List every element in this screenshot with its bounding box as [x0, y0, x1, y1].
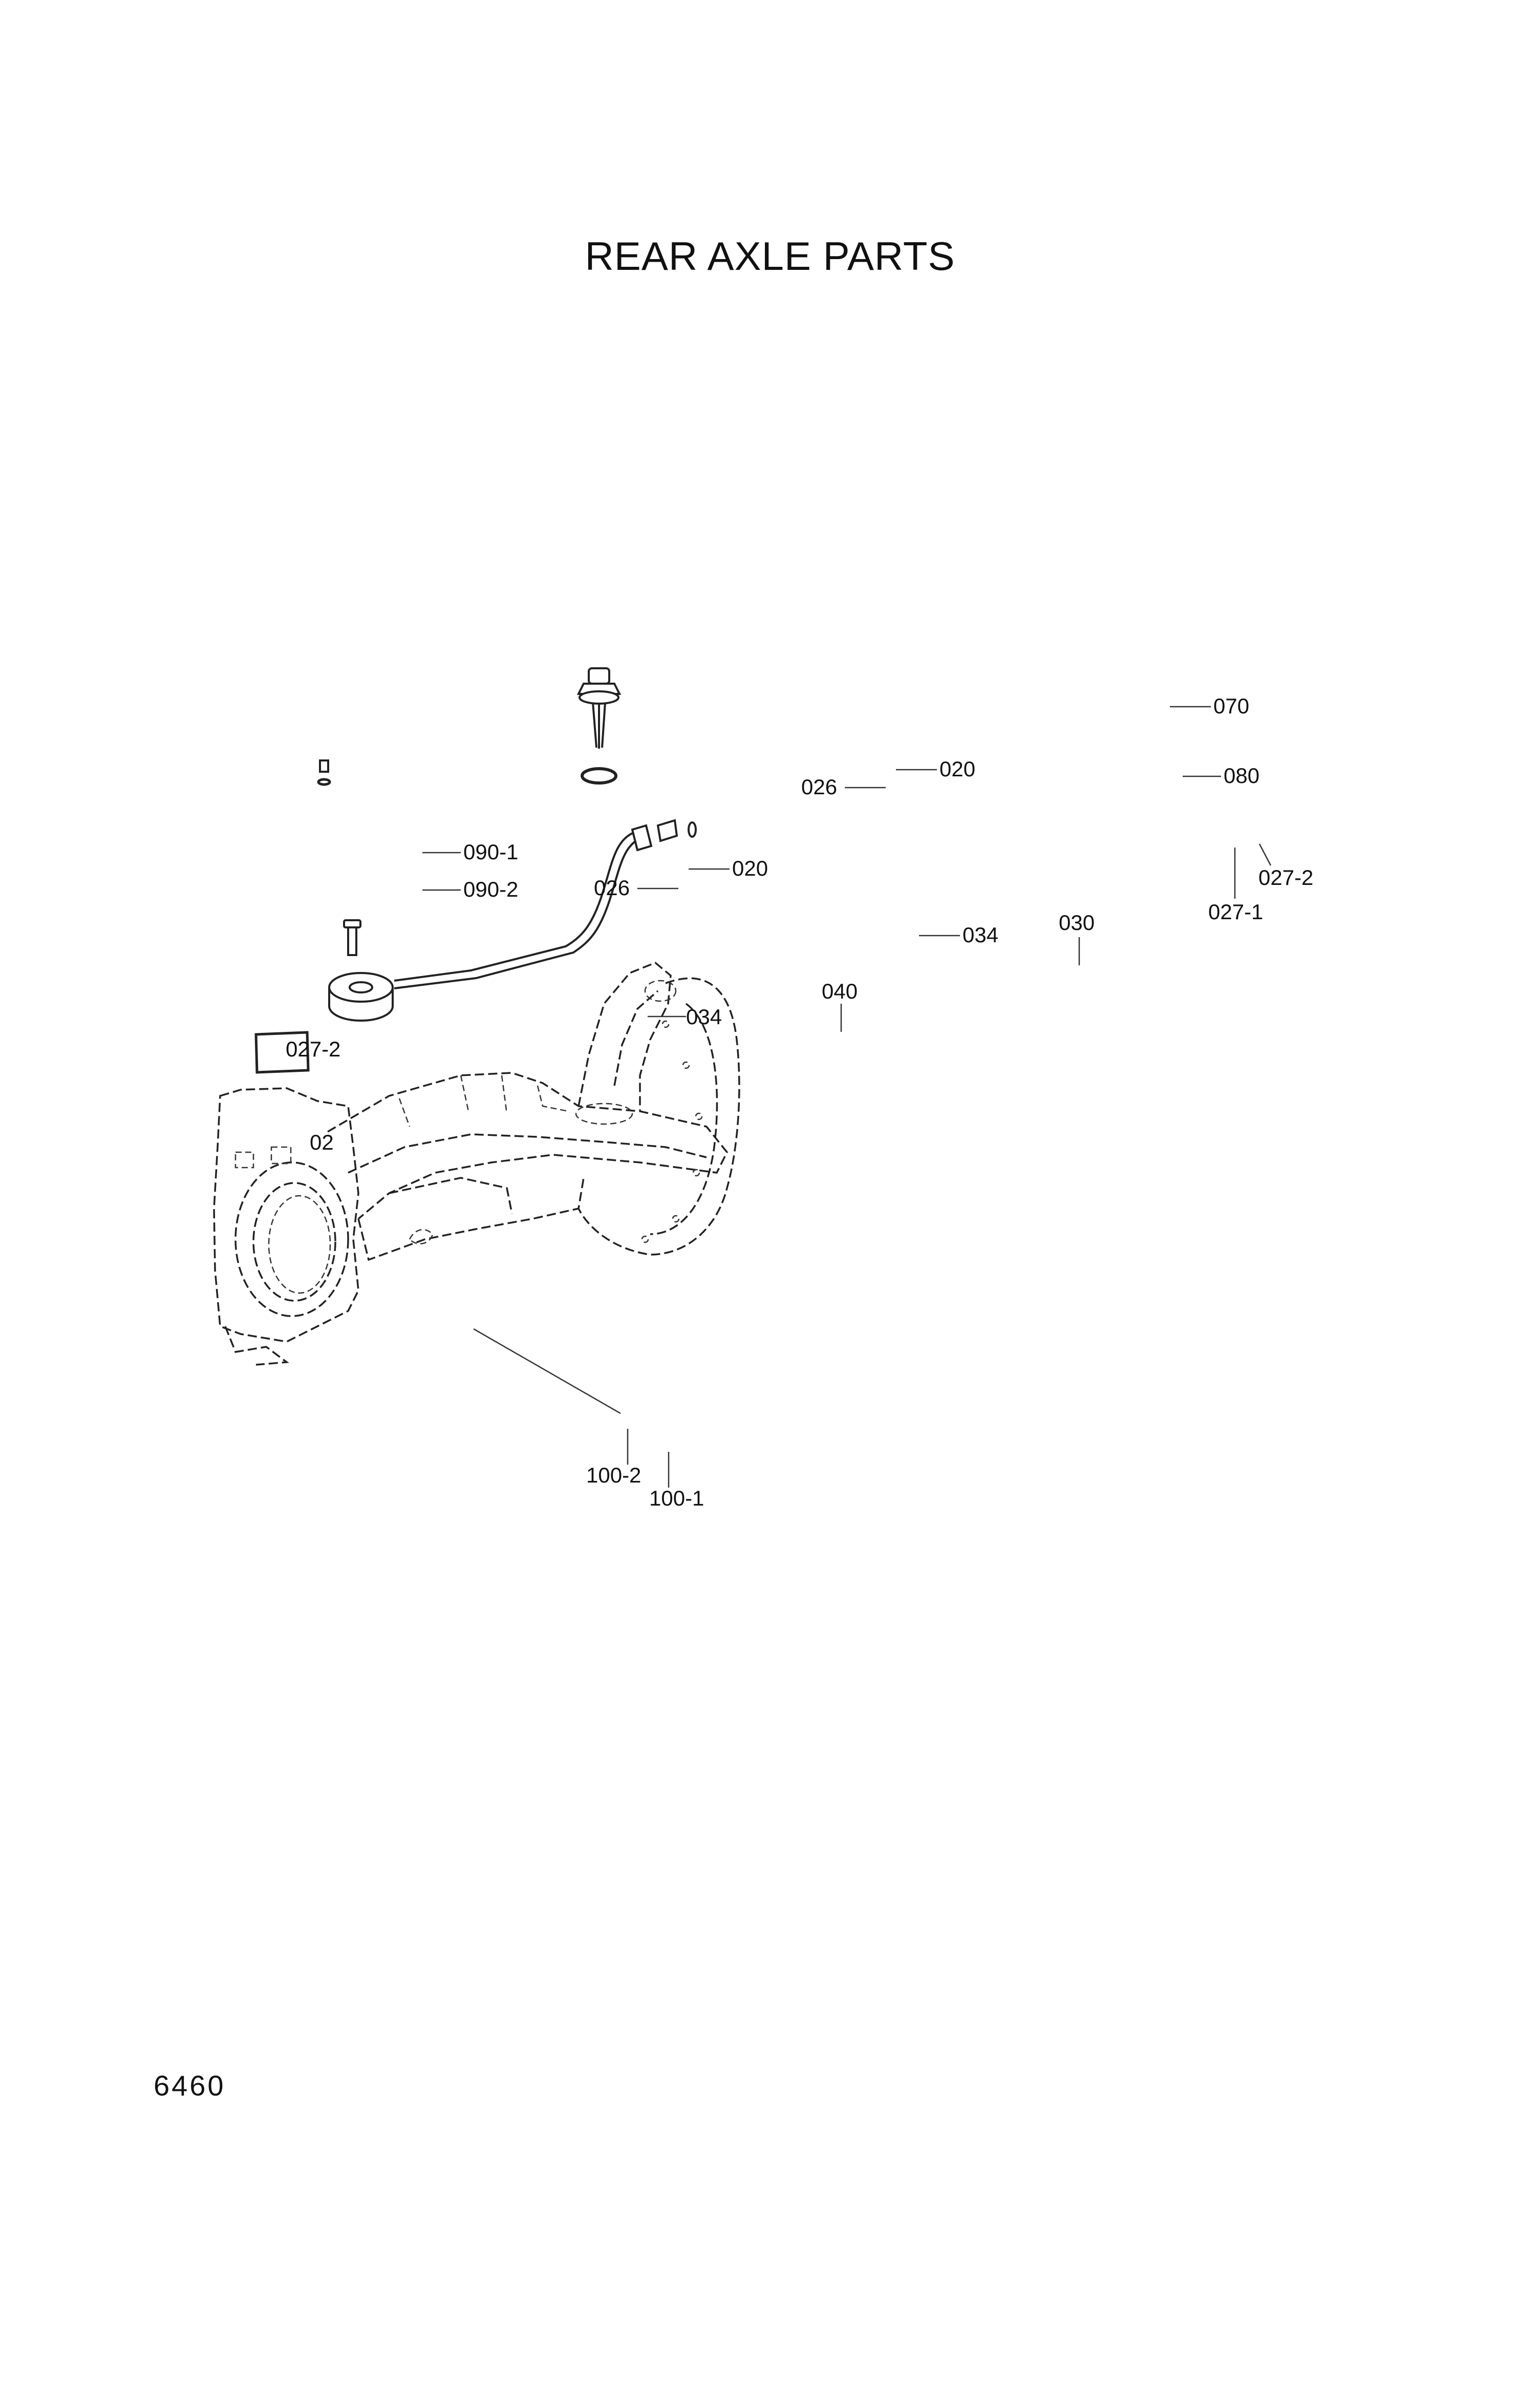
callout-100-1: 100-1	[649, 1486, 704, 1510]
callout-027-2-left: 027-2	[286, 1037, 340, 1061]
axle-housing-part	[213, 961, 740, 1366]
fitting-part	[656, 819, 697, 842]
dipstick-part	[576, 667, 622, 749]
callout-040: 040	[822, 979, 858, 1003]
callout-027-2-right: 027-2	[1258, 865, 1313, 890]
label-plate-part	[254, 1031, 310, 1074]
callout-020-top: 020	[939, 757, 975, 781]
callout-100-2: 100-2	[586, 1463, 641, 1487]
callout-026-top: 026	[801, 775, 837, 799]
callout-034-right: 034	[963, 923, 998, 947]
callout-labels: 070 020 026 080 090-1 090-2 020 026 027-…	[286, 694, 1313, 1510]
callout-080: 080	[1224, 764, 1259, 788]
small-plug-part	[317, 759, 331, 786]
pipe-assembly-part	[328, 824, 653, 1022]
callout-026-mid: 026	[594, 876, 630, 900]
callout-090-2: 090-2	[463, 877, 518, 901]
callout-027-1: 027-1	[1208, 900, 1263, 924]
callout-02-left: 02	[310, 1130, 334, 1154]
leader-lines	[422, 706, 1272, 1488]
callout-030: 030	[1059, 911, 1095, 935]
callout-034-mid: 034	[686, 1005, 722, 1029]
page-number: 6460	[154, 2069, 226, 2102]
callout-020-mid: 020	[732, 856, 768, 880]
callout-070: 070	[1213, 694, 1249, 718]
page-title: REAR AXLE PARTS	[585, 234, 955, 279]
o-ring-part	[581, 767, 617, 785]
callout-090-1: 090-1	[463, 840, 518, 864]
